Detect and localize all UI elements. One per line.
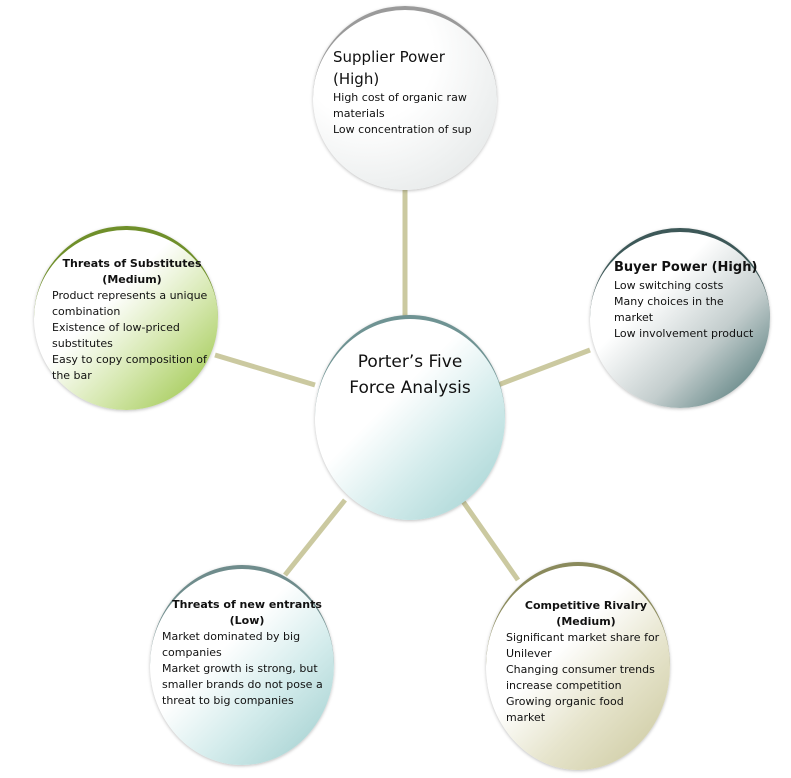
substitutes-item: Existence of low-priced substitutes <box>52 321 180 350</box>
center-title-line2: Force Analysis <box>349 378 471 398</box>
substitutes-title: Threats of Substitutes <box>62 257 202 270</box>
center-title-line1: Porter’s Five <box>357 352 463 372</box>
threat-of-substitutes-circle: Threats of Substitutes (Medium) Product … <box>34 226 218 410</box>
new-entrants-item: Market dominated by big companies <box>162 630 301 659</box>
substitutes-item: Easy to copy composition of the bar <box>52 353 207 382</box>
buyer-power-circle: Buyer Power (High) Low switching costs M… <box>590 228 770 408</box>
supplier-power-circle: Supplier Power (High) High cost of organ… <box>313 6 497 190</box>
rivalry-item: Growing organic food market <box>506 695 624 724</box>
substitutes-level: (Medium) <box>102 273 162 286</box>
threat-of-new-entrants-circle: Threats of new entrants (Low) Market dom… <box>150 565 334 765</box>
competitive-rivalry-circle: Competitive Rivalry (Medium) Significant… <box>486 562 670 770</box>
rivalry-title: Competitive Rivalry <box>524 599 648 612</box>
new-entrants-title: Threats of new entrants <box>172 598 322 611</box>
connector-rivalry <box>459 498 521 582</box>
rivalry-level: (Medium) <box>556 615 616 628</box>
buyer-item: Many choices in the market <box>614 295 724 324</box>
substitutes-item: Product represents a unique combination <box>52 289 208 318</box>
buyer-item: Low involvement product <box>614 327 754 340</box>
buyer-title: Buyer Power (High) <box>614 260 758 275</box>
rivalry-item: Changing consumer trends increase compet… <box>506 663 655 692</box>
new-entrants-level: (Low) <box>229 614 265 627</box>
center-circle: Porter’s Five Force Analysis <box>315 315 505 520</box>
supplier-title: Supplier Power <box>333 48 445 66</box>
connector-new-entrants <box>283 498 347 577</box>
supplier-item: High cost of organic raw materials <box>333 91 467 120</box>
supplier-level: (High) <box>333 70 380 88</box>
rivalry-item: Significant market share for Unilever <box>506 631 660 660</box>
supplier-item: Low concentration of sup <box>333 123 472 136</box>
connector-substitutes <box>214 352 316 388</box>
buyer-item: Low switching costs <box>614 279 724 292</box>
connector-buyer <box>497 347 591 388</box>
new-entrants-item: Market growth is strong, but smaller bra… <box>162 662 323 707</box>
